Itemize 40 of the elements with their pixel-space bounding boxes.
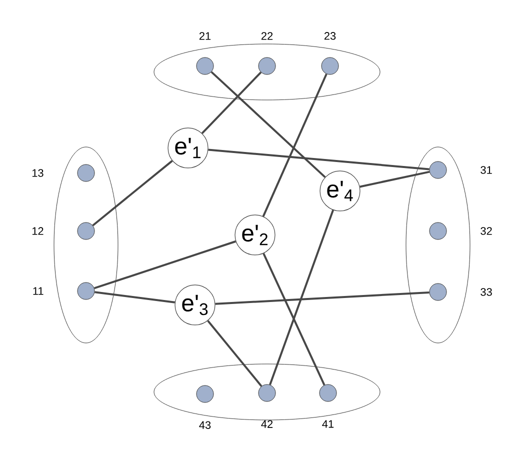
vertex-label: 42 xyxy=(261,420,273,428)
vertex-label: 11 xyxy=(33,287,44,295)
connector-line xyxy=(210,71,326,178)
connector-line xyxy=(92,160,173,226)
vertex-dot xyxy=(258,384,276,402)
vertex-dot xyxy=(429,222,447,240)
vertex-label: 43 xyxy=(199,421,211,429)
group-ellipse xyxy=(54,146,118,344)
vertex-label: 21 xyxy=(199,32,211,40)
vertex-label: 33 xyxy=(480,288,492,296)
vertex-label: 13 xyxy=(32,169,44,177)
vertex-dot xyxy=(258,57,276,75)
connector-line xyxy=(94,240,236,290)
vertex-dot xyxy=(196,57,214,75)
vertex-dot xyxy=(77,222,95,240)
vertex-label: 23 xyxy=(324,32,336,40)
vertex-label: 22 xyxy=(261,32,273,40)
vertex-dot xyxy=(429,283,447,301)
vertex-dot xyxy=(77,164,95,182)
vertex-label: 12 xyxy=(32,227,44,235)
connector-line xyxy=(94,291,175,304)
vertex-dot xyxy=(429,161,447,179)
group-ellipse xyxy=(406,146,470,344)
vertex-label: 41 xyxy=(322,420,334,428)
connector-line xyxy=(262,74,328,217)
connector-line xyxy=(215,291,430,305)
connector-line xyxy=(262,253,326,386)
group-ellipse xyxy=(154,44,380,100)
vertex-dot xyxy=(77,282,95,300)
group-ellipse xyxy=(154,364,380,420)
vertex-dot xyxy=(319,384,337,402)
connector-line xyxy=(201,72,262,134)
vertex-dot xyxy=(196,385,214,403)
vertex-label: 31 xyxy=(480,166,492,174)
connector-line xyxy=(360,170,430,188)
connector-line xyxy=(269,210,334,386)
vertex-label: 32 xyxy=(480,227,492,235)
connector-line xyxy=(207,320,262,387)
connector-line xyxy=(208,148,430,170)
vertex-dot xyxy=(321,57,339,75)
